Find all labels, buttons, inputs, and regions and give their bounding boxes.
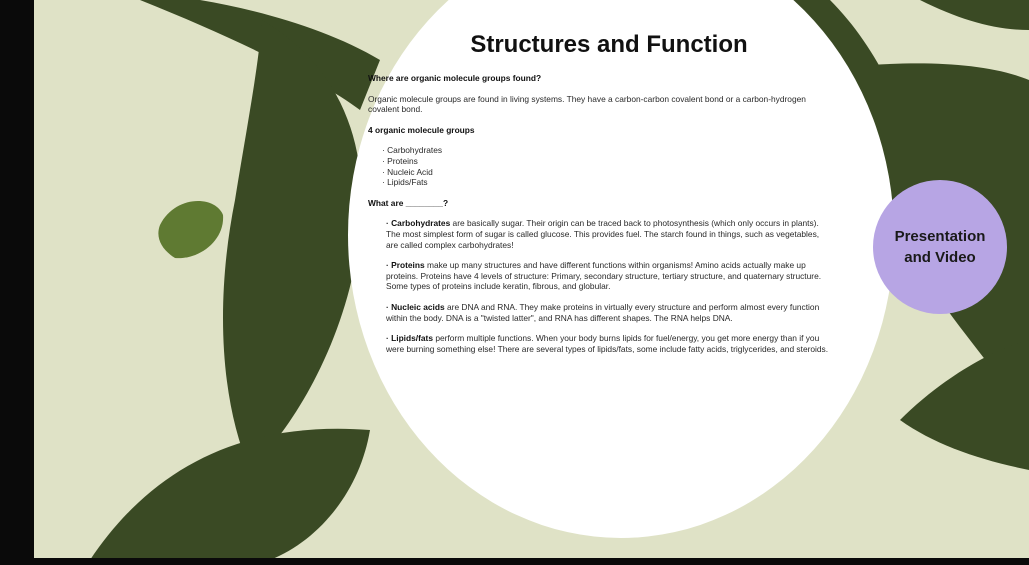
- slide-content: Structures and Function Where are organi…: [368, 30, 838, 364]
- groups-heading: 4 organic molecule groups: [368, 124, 475, 135]
- slide-title: Structures and Function: [470, 31, 748, 58]
- what-are-heading: What are ________?: [368, 197, 449, 208]
- question-heading: Where are organic molecule groups found?: [368, 73, 542, 83]
- definition-carbohydrates: · Carbohydrates are basically sugar. The…: [386, 218, 820, 250]
- definition-text: make up many structures and have differe…: [386, 260, 822, 292]
- definition-lipids: · Lipids/fats perform multiple functions…: [386, 333, 829, 354]
- definition-proteins: · Proteins make up many structures and h…: [386, 260, 822, 292]
- definition-text: are DNA and RNA. They make proteins in v…: [386, 301, 820, 323]
- content-circle: [348, 0, 894, 538]
- groups-list: Carbohydrates Proteins Nucleic Acid Lipi…: [382, 145, 838, 187]
- bottom-black-bar: [0, 558, 1029, 565]
- definition-term: Lipids/fats: [391, 333, 434, 344]
- definition-nucleic-acids: · Nucleic acids are DNA and RNA. They ma…: [386, 301, 820, 323]
- list-item: Carbohydrates: [382, 145, 838, 156]
- list-item: Proteins: [382, 156, 838, 167]
- presentation-video-label: Presentation and Video: [894, 228, 986, 266]
- definition-term: Proteins: [391, 260, 425, 271]
- definitions-list: · Carbohydrates are basically sugar. The…: [368, 218, 838, 354]
- list-item: Nucleic Acid: [382, 167, 838, 178]
- definition-term: Nucleic acids: [391, 301, 445, 312]
- left-black-bar: [0, 0, 34, 565]
- list-item: Lipids/Fats: [382, 177, 838, 188]
- presentation-video-button[interactable]: Presentation and Video: [873, 180, 1007, 314]
- definition-text: are basically sugar. Their origin can be…: [386, 218, 820, 250]
- answer-paragraph: Organic molecule groups are found in liv…: [368, 93, 806, 115]
- definition-term: Carbohydrates: [391, 218, 451, 229]
- definition-text: perform multiple functions. When your bo…: [386, 333, 829, 354]
